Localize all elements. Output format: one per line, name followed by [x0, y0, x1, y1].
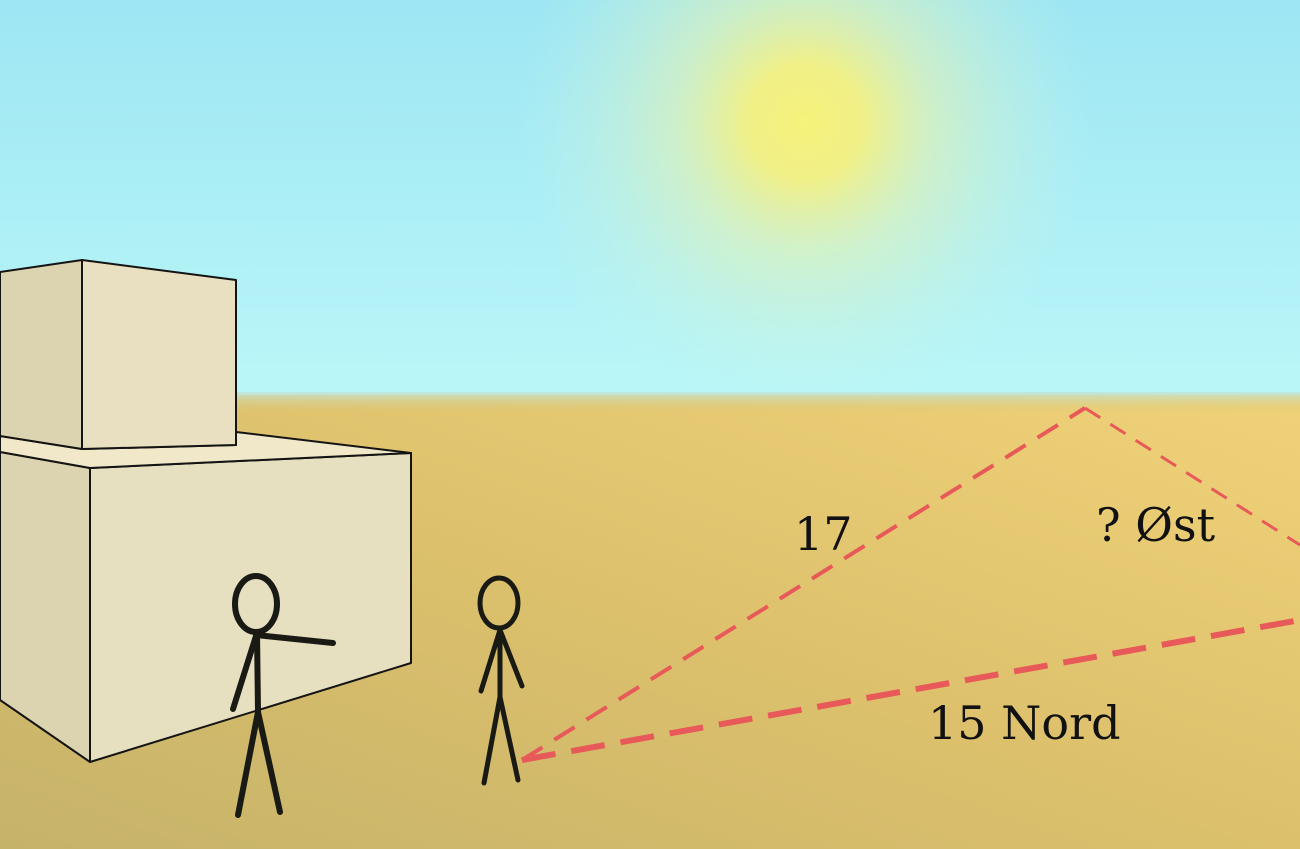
triangle — [520, 406, 1300, 763]
upper-block-side — [0, 259, 83, 450]
upper-block-front — [81, 259, 237, 450]
north-leg-label: 15 Nord — [928, 696, 1121, 750]
east-line — [1084, 406, 1300, 547]
hypotenuse-line — [520, 406, 1087, 762]
building — [0, 259, 412, 763]
north-line — [521, 617, 1300, 763]
east-leg-label: ? Øst — [1096, 498, 1216, 552]
sun — [515, 0, 1095, 412]
stick-figure-standing — [477, 575, 525, 786]
horizon-haze — [0, 392, 1300, 414]
hypotenuse-label: 17 — [794, 507, 853, 561]
stick-figure-pointing — [230, 573, 336, 818]
